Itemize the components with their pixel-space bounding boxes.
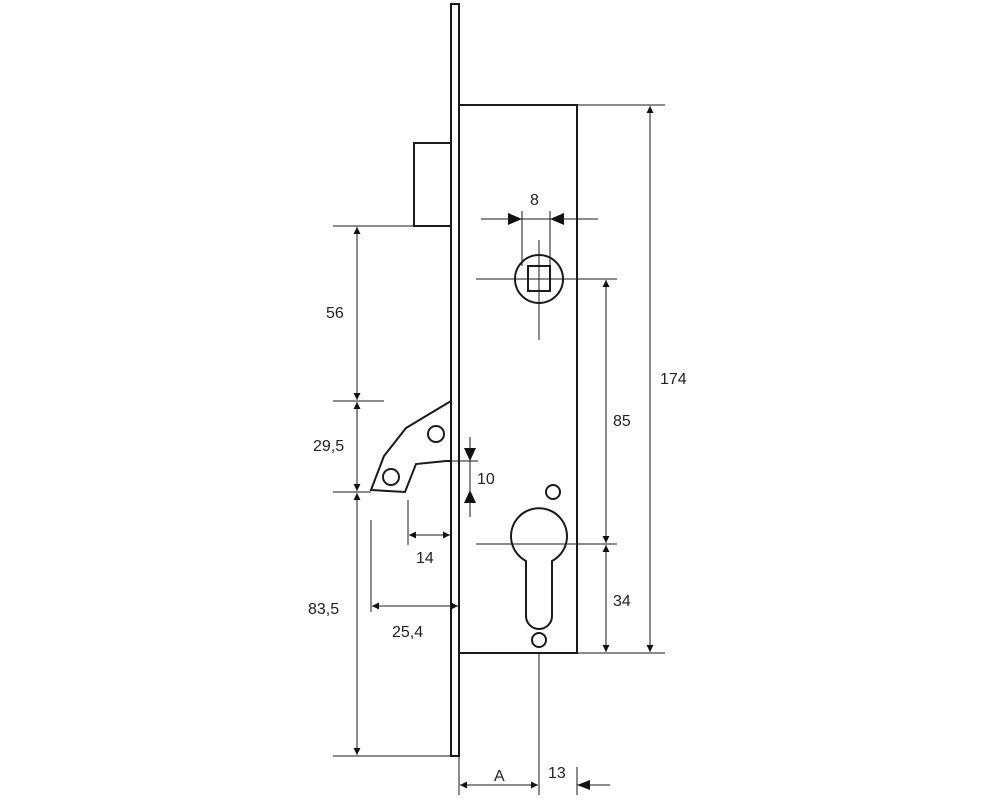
label-backset: A (494, 768, 505, 785)
label-hook-depth: 14 (416, 550, 434, 567)
label-hook-to-bottom: 83,5 (308, 601, 339, 618)
label-cylinder-to-bottom: 34 (613, 593, 631, 610)
latch-bolt (413, 142, 452, 227)
dimension-labels: 174 8 85 34 56 29,5 10 14 83,5 25,4 A 13 (308, 192, 687, 785)
screw-hole (545, 484, 561, 500)
arrow-10-top (464, 448, 476, 461)
euro-cylinder-cutout (510, 507, 568, 630)
lock-body (369, 3, 617, 795)
label-spindle-to-cylinder: 85 (613, 413, 631, 430)
hook-bolt-pivot-hole (427, 425, 445, 443)
dimension-lines (353, 106, 654, 790)
label-hook-height: 29,5 (313, 438, 344, 455)
arrow-13 (577, 780, 590, 790)
faceplate (450, 3, 460, 757)
label-hook-projection: 25,4 (392, 624, 423, 641)
extension-lines (333, 104, 665, 795)
bottom-hole (531, 632, 547, 648)
lock-case (458, 104, 578, 654)
label-hook-gap: 10 (477, 471, 495, 488)
label-total-height: 174 (660, 371, 687, 388)
hook-bolt-small-hole (382, 468, 400, 486)
label-top-to-hook: 56 (326, 305, 344, 322)
arrow-10-bottom (464, 490, 476, 503)
label-faceplate-to-cylinder: 13 (548, 765, 566, 782)
arrow-8-right (550, 213, 564, 225)
hook-bolt (369, 399, 452, 494)
arrow-8-left (508, 213, 522, 225)
label-spindle-square: 8 (530, 192, 539, 209)
